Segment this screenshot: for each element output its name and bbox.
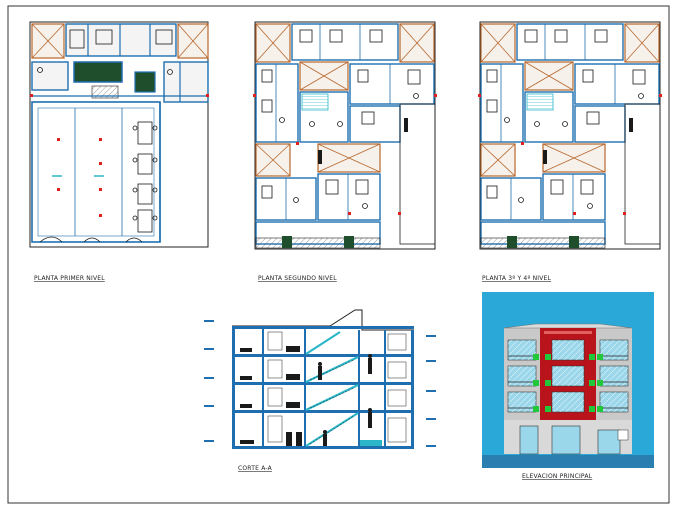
section-a-a: CORTE A-A	[204, 309, 436, 472]
level-marker	[204, 320, 214, 442]
planter-icon	[533, 354, 603, 412]
stair	[301, 93, 329, 111]
bathroom-fixture-icon	[261, 29, 421, 209]
sheet-frame	[7, 5, 670, 504]
ground-door	[519, 425, 621, 455]
lightwell	[177, 23, 209, 59]
lightwell	[299, 61, 349, 91]
lightwell	[255, 143, 291, 177]
column-marker	[253, 94, 437, 215]
stair-hatch	[91, 85, 119, 99]
stair	[526, 93, 554, 111]
label-plan-first: PLANTA PRIMER NIVEL	[34, 275, 105, 282]
person-figure-icon	[318, 354, 372, 446]
bathroom-fixture-icon	[486, 29, 646, 209]
main-elevation: ELEVACION PRINCIPAL	[482, 292, 654, 480]
parking-slot-icon	[69, 29, 85, 49]
lightwell	[524, 61, 574, 91]
lightwell	[317, 143, 381, 173]
lightwell	[480, 23, 516, 63]
column-marker	[30, 94, 209, 217]
label-plan-second: PLANTA SEGUNDO NIVEL	[258, 275, 337, 282]
lightwell	[255, 23, 291, 63]
lightwell	[31, 23, 65, 59]
main-hall	[31, 101, 161, 243]
bed-icon	[155, 29, 173, 45]
label-elevation: ELEVACION PRINCIPAL	[522, 473, 593, 480]
stair-landing	[360, 440, 382, 446]
toilet-icon	[37, 67, 43, 73]
balcony	[480, 237, 606, 249]
column-marker	[478, 94, 662, 215]
plan-first-level: PLANTA PRIMER NIVEL	[29, 21, 209, 282]
window-grid	[267, 331, 407, 443]
door-swing-icon	[39, 236, 143, 243]
plan-first-outline	[29, 21, 209, 248]
kitchen-counter	[543, 118, 633, 164]
garden-block	[73, 61, 123, 83]
dining-set-icon	[132, 121, 158, 233]
bed-icon	[95, 29, 113, 45]
lightwell	[399, 23, 435, 63]
furniture-icon	[240, 346, 302, 446]
section-stairs	[305, 331, 359, 447]
lightwell	[624, 23, 660, 63]
label-section: CORTE A-A	[238, 465, 273, 472]
parapet	[503, 323, 633, 329]
garden-block	[134, 71, 156, 93]
lightwell	[480, 143, 516, 177]
plan-second-level: PLANTA SEGUNDO NIVEL	[253, 21, 437, 282]
label-plan-third: PLANTA 3º Y 4º NIVEL	[482, 275, 552, 282]
kitchen-counter	[318, 118, 408, 164]
lightwell	[542, 143, 606, 173]
plan-third-fourth-level: PLANTA 3º Y 4º NIVEL	[478, 21, 662, 282]
balcony	[255, 237, 381, 249]
toilet-icon	[167, 69, 173, 75]
level-marker	[426, 335, 436, 447]
